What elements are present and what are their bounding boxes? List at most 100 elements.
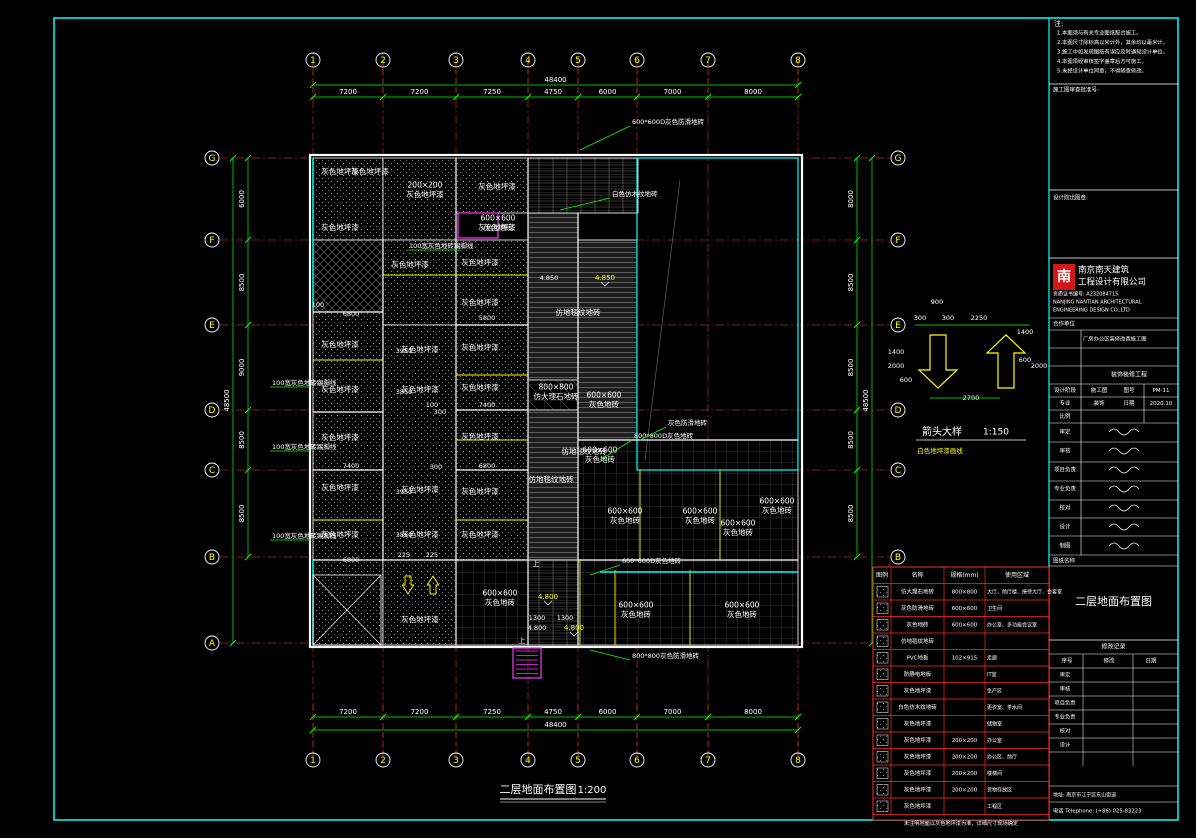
info-key: 图号: [1123, 386, 1135, 394]
info-value: 2020.10: [1150, 401, 1173, 407]
section-label: 施工图审查批准号:: [1053, 86, 1099, 94]
legend-swatch: [876, 635, 889, 647]
legend-name: 灰色地坪漆: [904, 736, 932, 744]
notes-label: 注:: [1054, 19, 1063, 28]
dimension-tick: [229, 154, 237, 162]
misc-dimension: 2000: [1031, 362, 1048, 370]
dimension-tick: [244, 406, 252, 414]
legend-area: 楼梯间: [987, 770, 1002, 777]
info-key: 日期: [1123, 400, 1135, 407]
grid-bubble-label: 6: [634, 756, 640, 766]
arrow-detail-down: [917, 334, 959, 389]
room-label-line: 灰色地坪漆: [401, 384, 439, 394]
grid-bubble: [790, 52, 806, 68]
tile-label-line: 600×600: [760, 496, 795, 505]
dimension-tick: [853, 466, 861, 474]
dimension-tick: [379, 713, 387, 721]
company-cert: 资质证书编号: A232084715: [1053, 291, 1118, 298]
room-label: 灰色地坪漆: [461, 529, 499, 539]
grid-bubble: [305, 52, 321, 68]
special-label-line: 仿地毯纹地砖: [529, 474, 574, 484]
misc-dimension: 3850: [396, 388, 413, 396]
misc-dimension: 1400: [888, 348, 905, 356]
building-outline: [308, 153, 804, 649]
grid-bubble-label: F: [209, 236, 214, 246]
tile-label-line: 灰色地砖: [485, 597, 515, 607]
dimension-tick: [853, 154, 861, 162]
legend-spec: 600×600: [952, 622, 978, 628]
company-name-cn: 南京南天建筑: [1078, 265, 1130, 276]
arrow-detail-note: 白色地坪漆画线: [917, 446, 963, 455]
misc-dimension: 6800: [479, 462, 496, 470]
room-label-line: 灰色地坪漆: [321, 222, 359, 232]
room-label: 灰色地坪漆: [461, 297, 499, 307]
grid-bubble: [890, 232, 906, 248]
company-name-cn: 工程设计有限公司: [1078, 277, 1146, 288]
dimension-text: 8500: [847, 359, 855, 377]
special-label-line: 灰色地砖: [483, 222, 513, 232]
dimension-text: 6000: [238, 190, 246, 208]
misc-dimension: 2250: [971, 314, 988, 322]
note-line: 1.本图须与有关专业图纸配合施工。: [1057, 29, 1142, 37]
sign-role: 审核: [1059, 447, 1071, 455]
room-label: 灰色地坪漆: [478, 181, 516, 191]
dimension-tick: [244, 236, 252, 244]
tile-label-line: 600×600: [587, 390, 622, 399]
grid-bubble-label: 7: [705, 56, 711, 66]
dimension-tick: [794, 726, 802, 734]
dimension-text: 8500: [238, 274, 246, 292]
grid-bubble-label: 1: [310, 56, 316, 66]
dimension-tick: [452, 93, 460, 101]
grid-bubble-label: A: [209, 639, 216, 649]
sign-role: 专业负责: [1054, 485, 1077, 493]
stairwell: [312, 574, 382, 646]
dimension-text: 7000: [664, 708, 682, 716]
legend-table: [872, 566, 1050, 821]
tile-label-line: 600×600: [721, 518, 756, 527]
info-key: 专业: [1059, 399, 1071, 407]
dimension-tick: [853, 406, 861, 414]
info-value: PM-11: [1152, 388, 1169, 394]
room-label: 灰色地坪漆: [401, 344, 439, 354]
misc-dimension: 6800: [343, 556, 360, 564]
sign-role: 设计: [1059, 523, 1071, 531]
room-label: 灰色地坪漆: [351, 166, 389, 176]
signature-scribble: [1108, 447, 1140, 455]
info-key: 比例: [1059, 412, 1071, 420]
misc-dimension: 100: [426, 401, 438, 409]
sign-role: 制图: [1059, 542, 1071, 550]
dimension-tick: [794, 93, 802, 101]
dimension-tick: [853, 321, 861, 329]
legend-name: 灰色地坪漆: [904, 802, 932, 810]
dimension-text: 48500: [223, 389, 231, 411]
note-line: 2.本图尺寸除标高以米计外，其余均以毫米计。: [1057, 38, 1168, 46]
grid-bubble: [890, 317, 906, 333]
grid-bubble: [890, 150, 906, 166]
legend-swatch: [876, 767, 889, 779]
room-label: 灰色地坪漆: [321, 432, 359, 442]
misc-dimension: 600: [1019, 356, 1031, 364]
grid-bubble: [448, 752, 464, 768]
revision-side-label: 项目负责: [1054, 699, 1075, 707]
signature-scribble: [1108, 428, 1140, 436]
room-label: 灰色地坪漆: [401, 384, 439, 394]
dimension-tick: [868, 154, 876, 162]
misc-dimension: 4.800: [528, 624, 547, 632]
zone-grey-paint: [455, 157, 529, 214]
legend-name: 灰色地坪漆: [904, 686, 932, 694]
tile-label-line: 600×600: [619, 600, 654, 609]
zone-grey-paint: [455, 239, 529, 561]
grid-bubble: [204, 635, 220, 651]
room-label: 灰色地坪漆: [321, 482, 359, 492]
zone-grey-paint: [382, 559, 457, 646]
legend-swatch: [876, 685, 889, 697]
grid-bubble-label: 5: [575, 756, 581, 766]
legend-spec: 200×200: [952, 787, 978, 793]
misc-dimension: 300: [914, 314, 926, 322]
sign-role: 校对: [1059, 504, 1071, 512]
dimension-text: 8000: [847, 190, 855, 208]
